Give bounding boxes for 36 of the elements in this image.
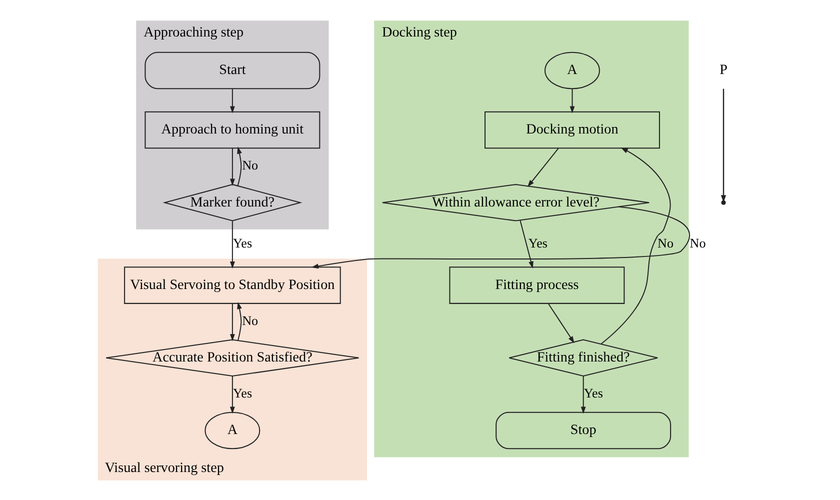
edge-label: Yes xyxy=(232,234,252,250)
arrow xyxy=(600,147,670,344)
node-diamond: Fitting finished? xyxy=(508,338,658,376)
arrow xyxy=(236,301,242,340)
arrow xyxy=(236,146,242,186)
node-diamond: Accurate Position Satisfied? xyxy=(105,338,359,376)
edge-label: Yes xyxy=(528,234,548,250)
arrow xyxy=(548,302,574,343)
arrow xyxy=(569,88,574,113)
arrow xyxy=(519,220,533,268)
edge-label: No xyxy=(689,234,706,250)
node-text: P xyxy=(719,62,727,78)
node-box: Approach to homing unit xyxy=(144,110,320,148)
arrow xyxy=(229,88,234,113)
node-diamond: Within allowance error level? xyxy=(381,183,650,221)
node-box: Visual Servoing to Standby Position xyxy=(124,266,340,304)
node-box: Fitting process xyxy=(448,266,624,304)
arrow xyxy=(229,376,234,414)
node-box: Stop xyxy=(495,411,671,449)
node-ellipse: A xyxy=(544,51,600,89)
node-box: Docking motion xyxy=(484,110,660,148)
node-box: Start xyxy=(144,51,320,89)
edge-label: No xyxy=(242,157,258,172)
arrow xyxy=(310,206,690,268)
arrow xyxy=(526,148,558,186)
node-diamond: Marker found? xyxy=(162,183,302,221)
arrow xyxy=(229,303,234,341)
edge-label: Yes xyxy=(583,385,602,400)
node-ellipse: A xyxy=(204,411,260,449)
arrow xyxy=(720,88,726,202)
arrow xyxy=(580,376,586,414)
arrow xyxy=(229,220,234,268)
edge-label: Yes xyxy=(232,385,252,400)
edge-label: No xyxy=(657,234,674,250)
edge-label: No xyxy=(242,312,258,328)
arrow xyxy=(229,148,234,186)
